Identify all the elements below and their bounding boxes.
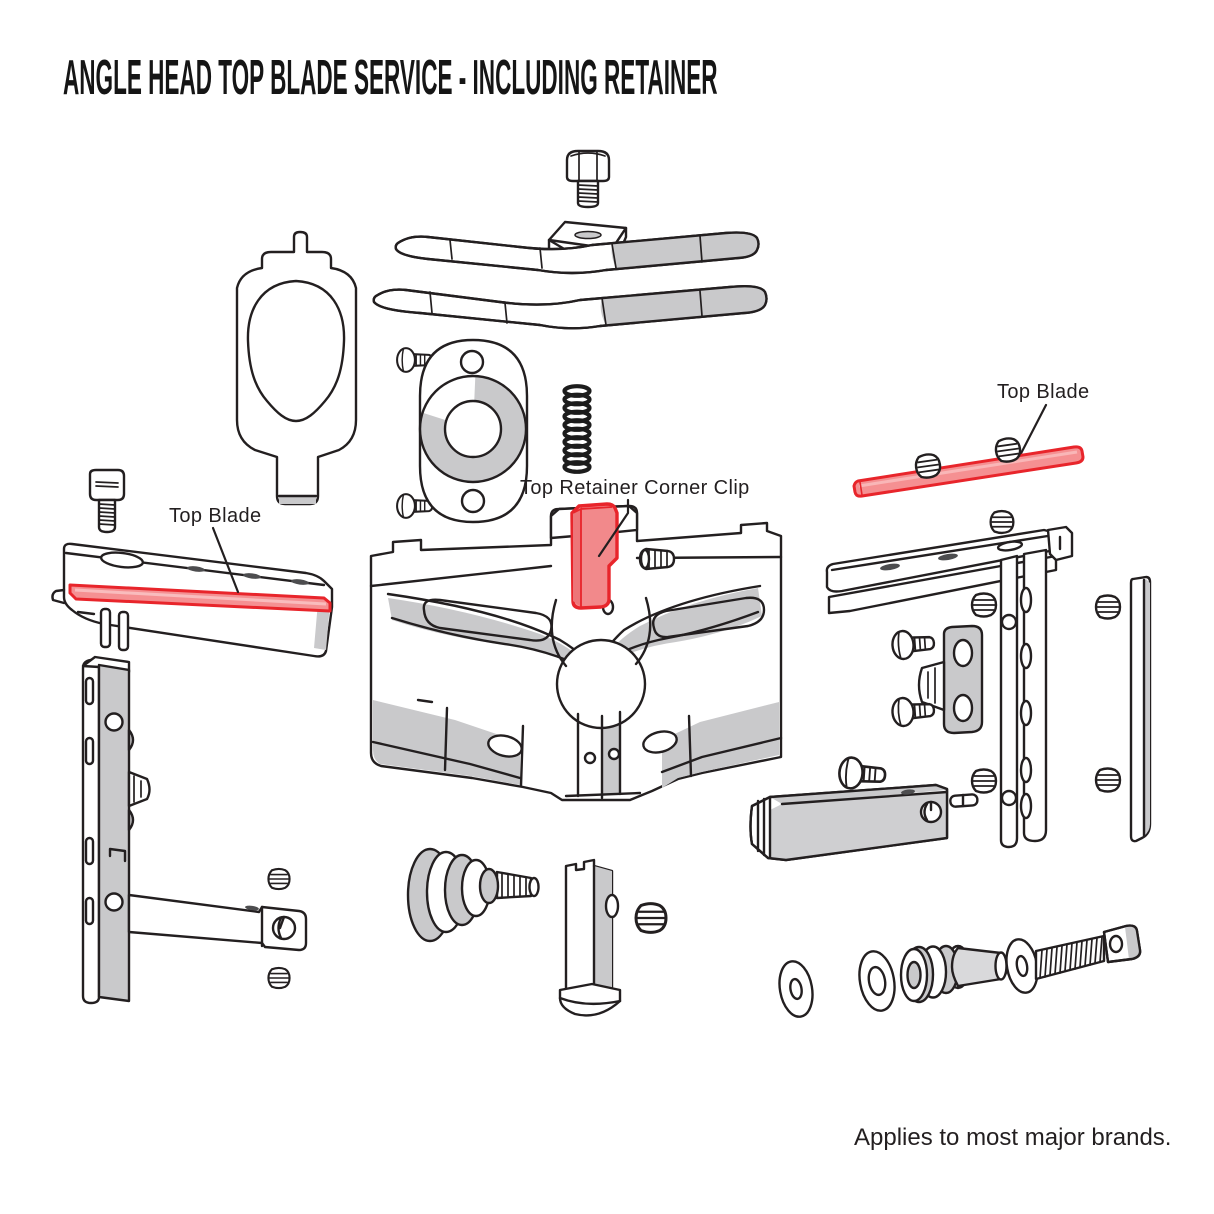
left-vertical-rail (81, 655, 151, 1005)
label-top-blade-left: Top Blade (169, 505, 262, 527)
hex-bolt (565, 149, 611, 209)
set-screw (267, 867, 291, 891)
pan-screw (890, 627, 937, 661)
leader-top-blade-left (211, 526, 240, 594)
set-screw (1094, 767, 1122, 793)
lower-right-arm (749, 783, 949, 862)
washer-small (778, 960, 814, 1018)
set-screw (267, 966, 291, 990)
slotted-bolt-left (88, 468, 126, 534)
label-top-blade-right: Top Blade (997, 381, 1090, 403)
left-arm (127, 893, 308, 952)
coil-spring (562, 384, 592, 474)
footer-note: Applies to most major brands. (854, 1124, 1172, 1151)
page-title: ANGLE HEAD TOP BLADE SERVICE - INCLUDING… (63, 51, 718, 105)
shoulder-bolt (1034, 924, 1142, 981)
dowel-pins (99, 607, 130, 652)
leader-corner-clip (597, 498, 630, 558)
mounting-bracket (917, 624, 984, 735)
right-vertical-rail (999, 548, 1048, 849)
gasket-plate (235, 230, 358, 506)
washer-medium (858, 950, 896, 1012)
body-set-screw (638, 547, 676, 571)
set-screw (989, 509, 1015, 535)
spacer-cylinder (950, 946, 1009, 988)
right-blade-rail (825, 525, 1074, 615)
set-screw (634, 902, 668, 934)
wiper-bar-upper (394, 231, 760, 275)
cam-plate (418, 338, 529, 524)
label-corner-clip: Top Retainer Corner Clip (520, 477, 750, 499)
main-body (369, 504, 783, 802)
top-blade-left-highlight (68, 583, 332, 613)
roller-cone (406, 847, 540, 943)
wiper-bar-lower (372, 284, 768, 330)
corner-shoe (558, 858, 622, 1017)
top-retainer-corner-clip-highlight (570, 502, 619, 610)
set-screw (993, 435, 1023, 465)
set-screw (970, 592, 998, 618)
set-screw (913, 451, 943, 481)
clevis-pin (949, 793, 979, 808)
set-screw (1094, 594, 1122, 620)
pan-screw (837, 755, 888, 793)
set-screw (970, 768, 998, 794)
thin-blade-right (1129, 575, 1152, 843)
top-blade-right-highlight (852, 445, 1085, 498)
